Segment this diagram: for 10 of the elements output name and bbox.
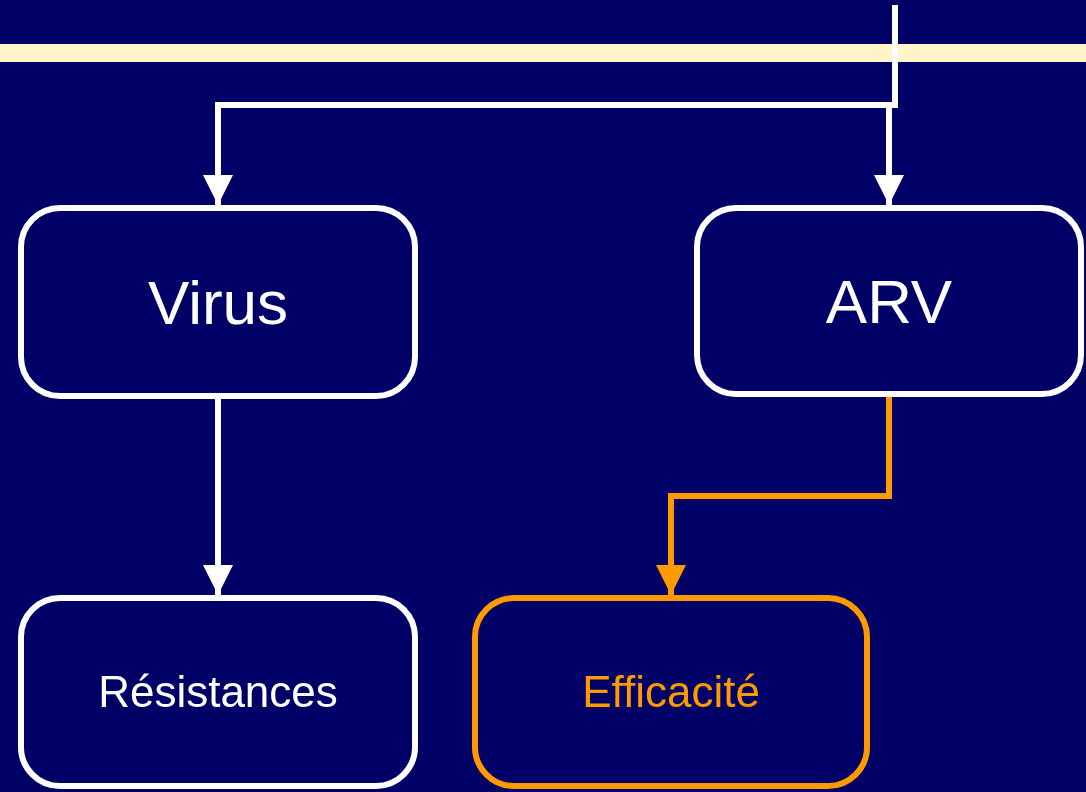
node-label: Virus: [147, 266, 289, 338]
arrow: [656, 397, 892, 595]
process-box: [18, 595, 418, 789]
node-label: Résistances: [98, 667, 338, 717]
process-box: [18, 205, 418, 399]
node-label: Efficacité: [582, 667, 760, 717]
arrow: [203, 399, 233, 595]
process-box: [472, 595, 870, 789]
process-box: [694, 205, 1084, 397]
node-label: ARV: [825, 265, 953, 337]
